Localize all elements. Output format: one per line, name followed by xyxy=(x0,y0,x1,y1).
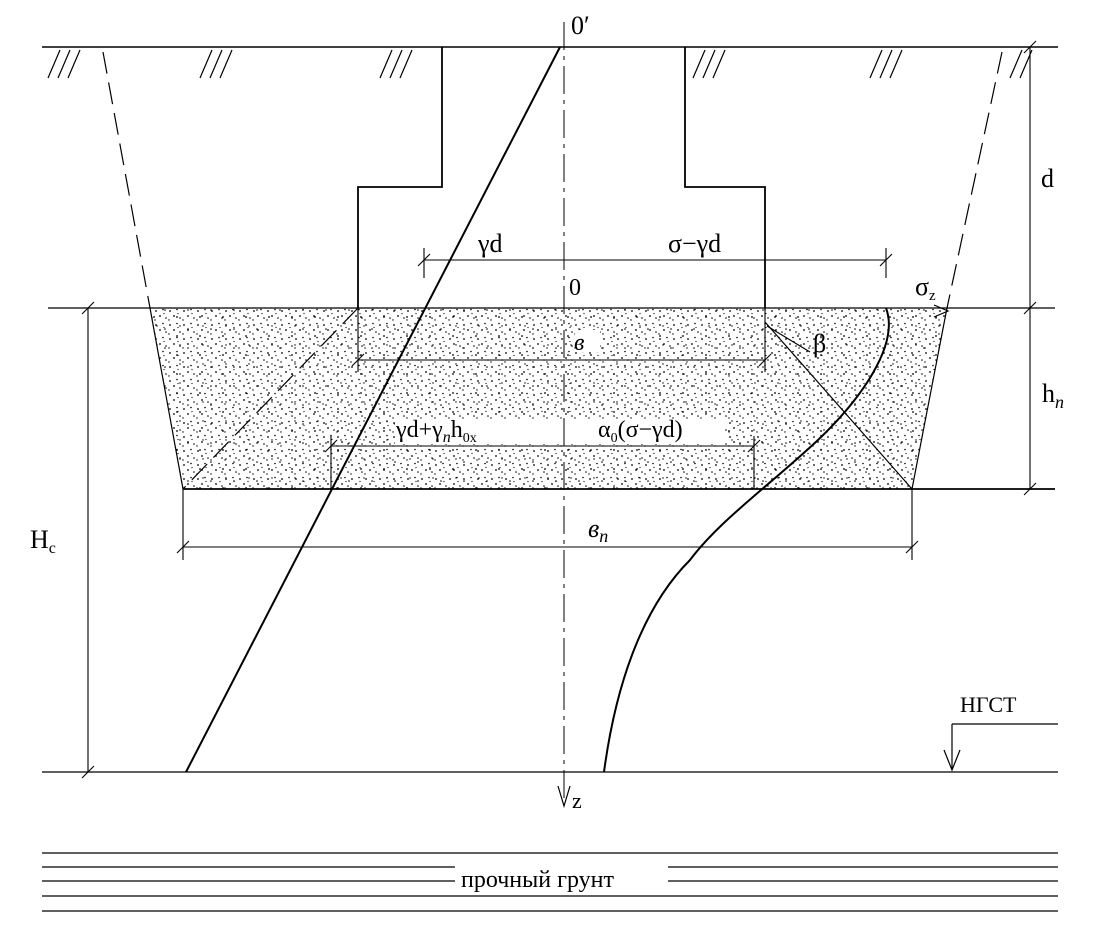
b-label: в xyxy=(574,330,584,356)
gamma-d-label: γd xyxy=(477,229,503,258)
distribution-line-beta xyxy=(764,321,913,490)
ground-surface xyxy=(42,46,1058,79)
natural-pressure-line xyxy=(185,46,561,773)
foundation xyxy=(357,47,766,308)
origin-top-label: 0′ xyxy=(571,11,590,40)
z-axis-arrow xyxy=(557,785,571,809)
sigma-minus-gamma-d-label: σ−γd xyxy=(668,229,721,258)
sigma-z-arrow xyxy=(933,304,950,318)
alpha0-expression-label: α0(σ−γd) xyxy=(598,417,683,446)
groundwater-symbol xyxy=(943,723,1058,772)
stress-curve xyxy=(603,307,890,773)
beta-label: β xyxy=(813,329,826,358)
origin-label: 0 xyxy=(569,275,581,301)
groundwater-label: НГСТ xyxy=(960,692,1017,717)
d-label: d xyxy=(1041,164,1054,193)
gamma-d-plus-gamma-n-h0x-label: γd+γnh0x xyxy=(395,417,477,446)
cushion-left-edge xyxy=(149,307,184,490)
cushion-right-edge xyxy=(911,307,948,490)
hc-label: Hc xyxy=(30,525,56,557)
z-axis-label: z xyxy=(572,788,582,813)
bn-label: вn xyxy=(588,514,608,546)
sand-cushion xyxy=(150,308,947,489)
dimension-lines xyxy=(81,40,1037,779)
hn-label: hn xyxy=(1042,379,1064,412)
pit-slopes xyxy=(102,51,1003,490)
sigma-z-label: σz xyxy=(915,272,936,304)
firm-soil-label: прочный грунт xyxy=(461,867,614,893)
